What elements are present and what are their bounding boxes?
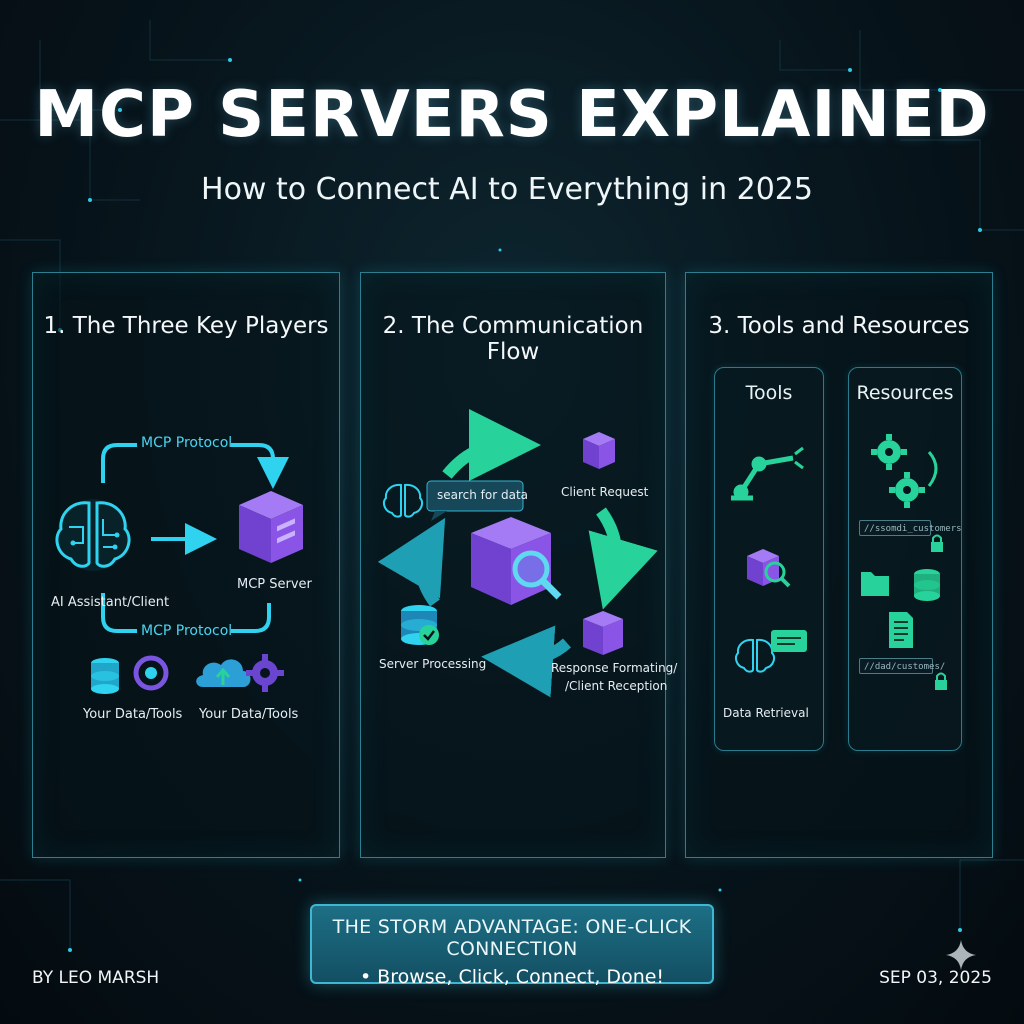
tools-card: Tools Data Retriev bbox=[714, 367, 824, 751]
brain-chat-icon bbox=[735, 630, 807, 673]
document-icon bbox=[889, 612, 913, 648]
panel-heading: 1. The Three Key Players bbox=[43, 313, 329, 339]
banner-point: • Browse, Click, Connect, Done! bbox=[359, 966, 665, 988]
client-request-label: Client Request bbox=[561, 485, 649, 499]
panel-heading: 2. The Communication Flow bbox=[382, 313, 644, 365]
aperture-icon bbox=[133, 655, 169, 691]
database-icon bbox=[91, 658, 119, 694]
page-subtitle: How to Connect AI to Everything in 2025 bbox=[201, 172, 813, 207]
flow-arrow-top bbox=[442, 409, 541, 482]
protocol-label-top: MCP Protocol bbox=[141, 435, 233, 451]
resources-icons bbox=[861, 434, 947, 690]
server-processing-label: Server Processing bbox=[379, 657, 487, 671]
search-cube-icon bbox=[747, 549, 791, 588]
protocol-label-bottom: MCP Protocol bbox=[141, 623, 233, 639]
resource-path-1: //ssomdi_customers bbox=[859, 520, 962, 536]
tools-title: Tools bbox=[745, 382, 793, 404]
brain-icon bbox=[55, 499, 131, 571]
search-bubble-text: search for data bbox=[437, 488, 529, 502]
communication-flow-diagram bbox=[377, 409, 658, 698]
mcp-server-cube-icon bbox=[239, 491, 303, 563]
data-label-left: Your Data/Tools bbox=[83, 707, 183, 722]
lock-icon bbox=[935, 672, 947, 690]
banner-title: THE STORM ADVANTAGE: ONE-CLICK CONNECTIO… bbox=[332, 916, 692, 960]
lock-icon bbox=[931, 534, 943, 552]
gears-icon bbox=[871, 434, 938, 508]
tools-icons bbox=[731, 446, 807, 673]
page-title: MCP SERVERS EXPLAINED bbox=[34, 78, 990, 152]
protocol-path-top bbox=[101, 443, 137, 483]
server-search-cube-icon bbox=[471, 517, 562, 605]
flow-arrow-left bbox=[377, 517, 446, 607]
brain-icon bbox=[383, 483, 423, 518]
key-players-diagram bbox=[55, 443, 303, 694]
data-label-right: Your Data/Tools bbox=[199, 707, 299, 722]
protocol-path-top-right bbox=[231, 443, 289, 489]
response-label-line1: Response Formating/ bbox=[551, 661, 678, 675]
cloud-upload-icon bbox=[196, 659, 251, 687]
sparkle-icon bbox=[946, 940, 976, 970]
client-label: AI Assistant/Client bbox=[51, 595, 170, 610]
panel-heading: 3. Tools and Resources bbox=[708, 313, 970, 339]
client-request-cube-icon bbox=[583, 432, 615, 469]
storm-advantage-banner: THE STORM ADVANTAGE: ONE-CLICK CONNECTIO… bbox=[310, 904, 714, 988]
database-check-icon bbox=[401, 605, 439, 645]
flow-arrow-bottom bbox=[481, 625, 572, 698]
gear-icon bbox=[246, 654, 284, 692]
database-icon bbox=[914, 569, 940, 601]
resource-path-2: //dad/customes/ bbox=[859, 658, 945, 674]
robot-arm-icon bbox=[731, 446, 804, 501]
date-label: SEP 03, 2025 bbox=[879, 968, 992, 988]
resources-title: Resources bbox=[856, 382, 954, 404]
protocol-path-bottom-right bbox=[231, 603, 271, 633]
server-label: MCP Server bbox=[237, 577, 312, 592]
resources-card: Resources bbox=[848, 367, 962, 751]
folder-icon bbox=[861, 572, 889, 596]
panel-key-players: 1. The Three Key Players bbox=[32, 272, 340, 858]
panel-tools-resources: 3. Tools and Resources Tools bbox=[685, 272, 993, 858]
flow-arrow-right bbox=[588, 507, 658, 610]
author-label: BY LEO MARSH bbox=[32, 968, 160, 988]
response-cube-icon bbox=[583, 611, 623, 655]
search-bubble bbox=[426, 480, 524, 512]
protocol-path-bottom bbox=[101, 593, 137, 633]
panel-communication-flow: 2. The Communication Flow bbox=[360, 272, 677, 858]
response-label-line2: /Client Reception bbox=[565, 679, 668, 693]
data-retrieval-label: Data Retrieval bbox=[723, 706, 809, 720]
